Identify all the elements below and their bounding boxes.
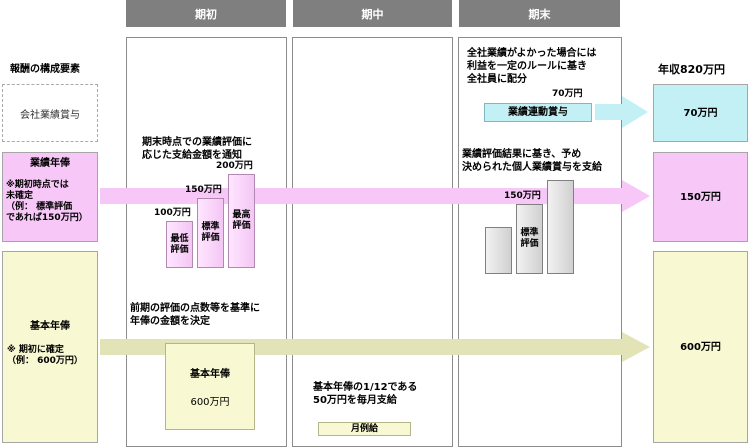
left-title: 報酬の構成要素 [10, 64, 80, 75]
right-bonus-value: 70万円 [683, 107, 718, 119]
right-title: 年収820万円 [658, 63, 725, 76]
performance-salary-note: ※期初時点では 未確定 （例： 標準評価 であれば150万円） [6, 180, 88, 223]
right-performance-cell: 150万円 [653, 152, 748, 242]
right-base-value: 600万円 [680, 341, 721, 353]
early-base-text: 前期の評価の点数等を基準に 年俸の金額を決定 [130, 303, 260, 327]
phase-header-end: 期末 [459, 0, 620, 27]
early-base-box-value: 600万円 [190, 397, 230, 408]
end-company-value: 70万円 [552, 89, 583, 99]
end-evaluation-bar-value: 150万円 [504, 190, 541, 201]
early-base-box-title: 基本年俸 [190, 369, 230, 380]
right-base-cell: 600万円 [653, 251, 748, 443]
performance-salary-title: 業績年俸 [30, 158, 70, 169]
end-evaluation-bar: 標準 評価 [516, 203, 543, 274]
early-evaluation-bar-label: 最高 評価 [232, 210, 251, 231]
early-base-box: 基本年俸 600万円 [165, 343, 255, 430]
end-evaluation-bar [547, 180, 574, 274]
company-bonus-cell: 会社業績賞与 [2, 84, 98, 142]
performance-salary-cell: 業績年俸 ※期初時点では 未確定 （例： 標準評価 であれば150万円） [2, 152, 98, 242]
early-evaluation-bar-label: 標準 評価 [201, 221, 220, 243]
early-evaluation-bar: 標準 評価 [197, 197, 224, 268]
early-evaluation-bar: 最低 評価 [166, 221, 193, 268]
base-salary-title: 基本年俸 [30, 321, 70, 332]
end-evaluation-bar-label: 標準 評価 [520, 227, 539, 249]
base-salary-note: ※ 期初に確定 （例： 600万円） [7, 345, 83, 366]
early-evaluation-bar-value: 100万円 [154, 208, 191, 218]
early-evaluation-bar-value: 150万円 [185, 184, 222, 195]
end-performance-text: 業績評価結果に基き、予め 決められた個人業績賞与を支給 [462, 149, 602, 173]
phase-column-mid [292, 37, 453, 447]
right-performance-value: 150万円 [680, 191, 721, 203]
early-evaluation-bar: 最高 評価 [228, 174, 255, 268]
early-evaluation-bar-value: 200万円 [216, 161, 253, 171]
base-salary-cell: 基本年俸 ※ 期初に確定 （例： 600万円） [2, 251, 98, 443]
monthly-pay-box: 月例給 [318, 422, 411, 436]
phase-header-mid: 期中 [293, 0, 452, 27]
early-evaluation-bar-label: 最低 評価 [170, 233, 189, 255]
phase-header-early: 期初 [126, 0, 286, 27]
performance-linked-bonus-label: 業績連動賞与 [508, 107, 568, 118]
arrow-company-bonus [595, 96, 648, 128]
end-company-text: 全社業績がよかった場合には 利益を一定のルールに基き 全社員に配分 [467, 48, 597, 85]
end-evaluation-bar [485, 227, 512, 274]
performance-linked-bonus-box: 業績連動賞与 [484, 103, 592, 122]
mid-text: 基本年俸の1/12である 50万円を毎月支給 [313, 382, 418, 406]
monthly-pay-label: 月例給 [350, 423, 378, 434]
early-performance-text: 期末時点での業績評価に 応じた支給金額を通知 [142, 137, 252, 161]
company-bonus-label: 会社業績賞与 [20, 109, 80, 121]
right-bonus-cell: 70万円 [653, 84, 748, 142]
